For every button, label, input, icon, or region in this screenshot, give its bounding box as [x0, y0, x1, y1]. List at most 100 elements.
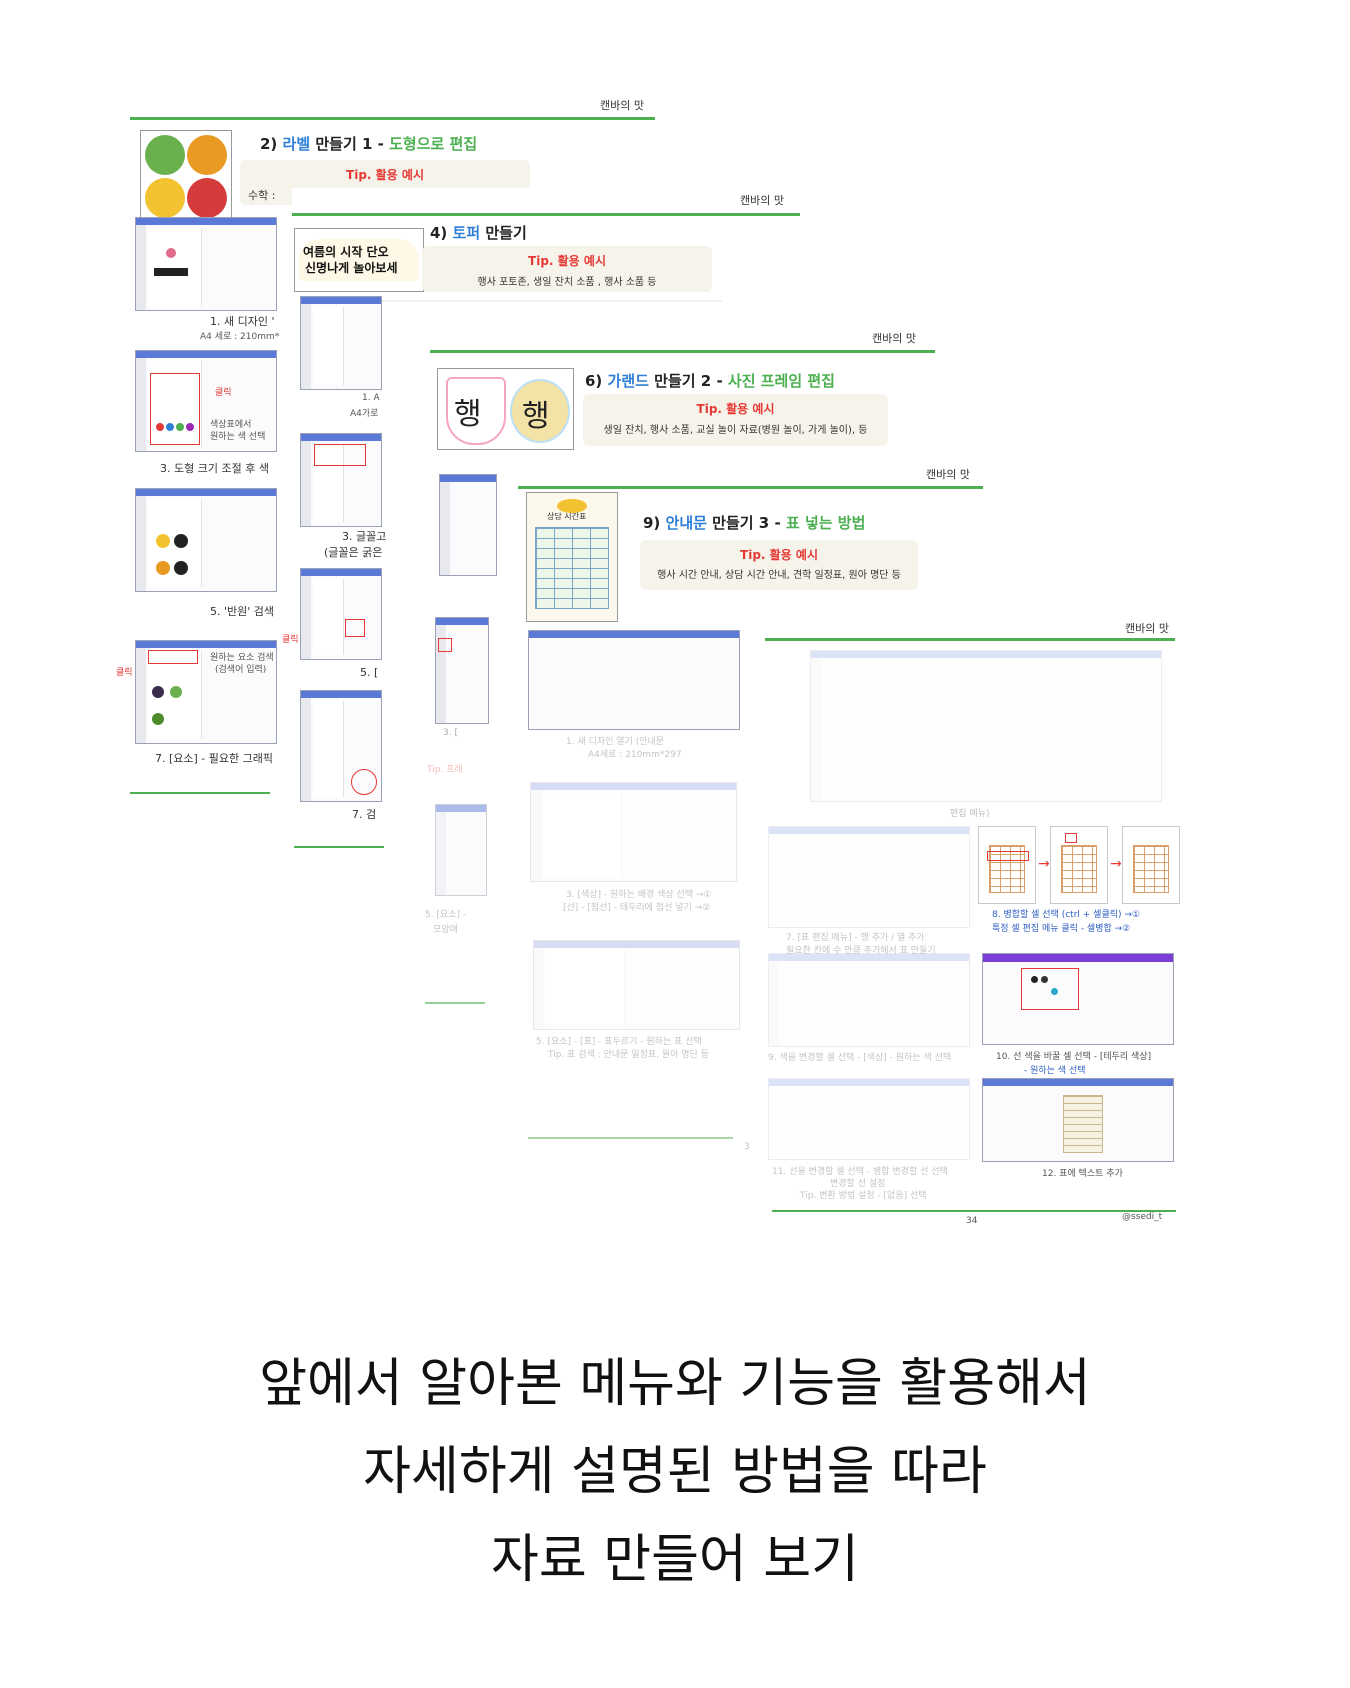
faint-caption-9: 9. 색을 변경할 셀 선택 - [색상] - 원하는 색 선택 [768, 1053, 952, 1063]
sticker-green [145, 135, 185, 175]
faint-caption-3b: Tip. 표 검색 : 안내문 일정표, 원아 명단 등 [548, 1050, 709, 1060]
step-caption-1b: A4 세로 : 210mm* [200, 332, 280, 342]
topper-text-2: 신명나게 놀아보세 [305, 261, 398, 275]
footer-rule [130, 792, 270, 794]
faint-caption-1b: A4세로 : 210mm*297 [588, 750, 682, 760]
step-thumb-7 [300, 690, 382, 802]
header-rule [765, 638, 1175, 641]
step-note-palette: 색상표에서 [210, 420, 252, 430]
brand-header: 캔바의 맛 [872, 332, 916, 345]
step-thumb-3 [135, 350, 277, 452]
footer-rule [528, 1137, 733, 1139]
step-caption-5: 5. [ [360, 666, 379, 679]
poster-title: 상담 시간표 [547, 512, 587, 521]
header-rule [430, 350, 935, 353]
main-caption-line-3: 자료 만들어 보기 [491, 1530, 859, 1590]
sub-rule [302, 300, 722, 302]
step-thumb-1 [528, 630, 740, 730]
tip-body: 생일 잔치, 행사 소품, 교실 놀이 자료(병원 놀이, 가게 놀이), 등 [603, 425, 868, 436]
step-thumb-1 [135, 217, 277, 311]
sticker-orange [187, 135, 227, 175]
brand-header: 캔바의 맛 [740, 194, 784, 207]
notice-poster-preview: 상담 시간표 [526, 492, 618, 622]
garland-char-1: 행 [454, 397, 482, 432]
step-note-click: 클릭 [282, 635, 299, 645]
arrow-icon: → [1038, 856, 1050, 872]
section-title: 2) 라벨 만들기 1 - 도형으로 편집 [260, 135, 478, 153]
step-thumb-3 [300, 433, 382, 527]
step-thumb-12 [982, 1078, 1174, 1162]
page-number: 34 [966, 1216, 978, 1226]
step-thumb-5 [300, 568, 382, 660]
step-thumb-6 [810, 650, 1162, 802]
step-thumb-11 [768, 1078, 970, 1160]
faint-caption-11c: Tip. 변환 방법 설정 - [없음] 선택 [800, 1191, 927, 1201]
step-note-search: 원하는 요소 검색 [210, 653, 274, 663]
garland-card-1 [446, 377, 506, 445]
step-thumb-7 [768, 826, 970, 928]
step-thumb-10 [982, 953, 1174, 1045]
header-rule [518, 486, 983, 489]
faint-caption-11: 11. 선을 변경할 셀 선택 - 병합 변경할 선 선택 [772, 1167, 948, 1177]
tip-body: 행사 시간 안내, 상담 시간 안내, 견학 일정표, 원아 명단 등 [657, 570, 901, 581]
brand-header: 캔바의 맛 [926, 468, 970, 481]
faint-caption-4: 모양에 [433, 925, 458, 935]
step-note-click-left: 클릭 [116, 668, 133, 678]
step-thumb-5 [135, 488, 277, 592]
step-caption-3b: (글꼴은 굵은 [324, 546, 383, 559]
step-caption-1: 1. A [362, 393, 380, 403]
footer-rule [772, 1210, 1176, 1212]
brand-header: 캔바의 맛 [600, 99, 644, 112]
tip-body: 행사 포토존, 생일 잔치 소품 , 행사 소품 등 [477, 277, 657, 288]
step-caption-8: 8. 병합할 셀 선택 (ctrl + 셀클릭) →① [992, 910, 1140, 920]
garland-char-2: 행 [522, 399, 550, 434]
faint-caption-7b: 필요한 칸에 수 만큼 추가해서 표 만들기 [786, 946, 936, 956]
header-rule [292, 213, 800, 216]
faint-caption-6: 편집 메뉴) [950, 809, 990, 819]
main-caption-line-2: 자세하게 설명된 방법을 따라 [363, 1442, 987, 1502]
sticker-red [187, 178, 227, 218]
section-title: 4) 토퍼 만들기 [430, 224, 527, 242]
step-thumb-3 [530, 782, 737, 882]
footer-rule [425, 1002, 485, 1004]
faint-caption-11b: 변경할 선 설정 [830, 1179, 886, 1189]
step-caption-10: 10. 선 색을 바꿀 셀 선택 - [테두리 색상] [996, 1052, 1152, 1062]
faint-caption-3: 5. [요소] - [표] - 표두르기 - 원하는 표 선택 [536, 1037, 702, 1047]
faint-caption-2: Tip. 프레 [427, 765, 463, 775]
brand-header: 캔바의 맛 [1125, 622, 1169, 635]
faint-page-num: 3 [744, 1142, 750, 1152]
step-thumb-9 [768, 953, 970, 1047]
step-caption-8b: 특정 셀 편집 메뉴 클릭 - 셀병합 →② [992, 924, 1131, 934]
tip-fragment: 수학 : [248, 189, 276, 202]
garland-card-2 [510, 379, 570, 443]
header-rule [130, 117, 655, 120]
page-sheet-table: 캔바의 맛 편집 메뉴) 7. [표 편집 메뉴] - 행 추가 / 열 추가 … [760, 618, 1180, 1238]
sticker-yellow [145, 178, 185, 218]
step-thumb-7 [135, 640, 277, 744]
step-thumb-1 [300, 296, 382, 390]
step-note-keyword: (검색어 입력) [215, 665, 267, 675]
step-note-click: 클릭 [215, 388, 232, 398]
faint-caption-3: 5. [요소] - [425, 910, 467, 920]
tip-box: Tip. 활용 예시 행사 포토존, 생일 잔치 소품 , 행사 소품 등 [422, 246, 712, 292]
step-caption-3: 3. 도형 크기 조절 후 색 [160, 462, 269, 475]
section-title: 6) 가랜드 만들기 2 - 사진 프레임 편집 [585, 372, 835, 390]
label-sticker-preview [140, 130, 232, 224]
step-caption-3: 3. 글꼴고 [342, 530, 387, 543]
faint-caption-2: 3. [색상] - 원하는 배경 색상 선택 →① [566, 890, 712, 900]
faint-caption-1: 3. [ [443, 728, 458, 738]
table-card-3 [1122, 826, 1180, 904]
step-thumb-1 [439, 474, 497, 576]
tip-box: Tip. 활용 예시 생일 잔치, 행사 소품, 교실 놀이 자료(병원 놀이,… [583, 394, 888, 446]
topper-text-1: 여름의 시작 단오 [303, 245, 389, 259]
tip-box: Tip. 활용 예시 행사 시간 안내, 상담 시간 안내, 견학 일정표, 원… [640, 540, 918, 590]
step-caption-7: 7. 검 [352, 808, 377, 821]
main-caption-line-1: 앞에서 알아본 메뉴와 기능을 활용해서 [259, 1354, 1091, 1414]
step-caption-12: 12. 표에 텍스트 추가 [1042, 1169, 1123, 1179]
step-note-pick: 원하는 색 선택 [210, 432, 266, 442]
table-card-2 [1050, 826, 1108, 904]
faint-caption-7: 7. [표 편집 메뉴] - 행 추가 / 열 추가 [786, 933, 925, 943]
topper-preview: 여름의 시작 단오 신명나게 놀아보세 [294, 228, 424, 292]
credit: @ssedi_t [1122, 1212, 1163, 1222]
faint-caption-1: 1. 새 디자인 열기 (안내문 [566, 737, 665, 747]
